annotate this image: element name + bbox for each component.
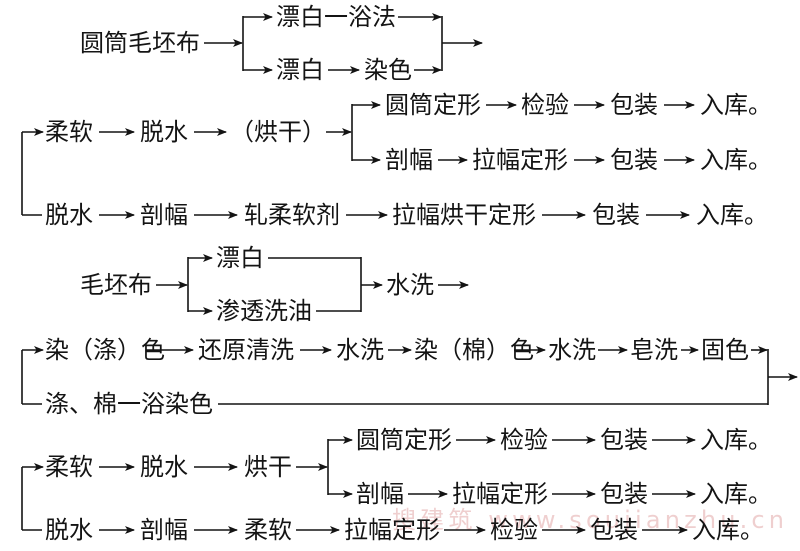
step-reduction-clearing: 还原清洗	[198, 336, 294, 364]
step-packing: 包装	[610, 146, 658, 174]
step-dewatering: 脱水	[45, 201, 93, 229]
step-stenter-setting: 拉幅定形	[344, 516, 440, 544]
step-color-fixing: 固色	[701, 336, 749, 364]
section-tubular-greige-route: 圆筒毛坯布 漂白一浴法 漂白 染色	[80, 3, 483, 84]
step-dewatering: 脱水	[45, 516, 93, 544]
step-softening: 柔软	[45, 118, 93, 146]
step-dewatering: 脱水	[140, 118, 188, 146]
step-packing: 包装	[600, 426, 648, 454]
step-stenter-setting: 拉幅定形	[472, 146, 568, 174]
step-stenter-dry-setting: 拉幅烘干定形	[392, 201, 536, 229]
step-tubular-setting: 圆筒定形	[356, 426, 452, 454]
step-inspection: 检验	[521, 91, 569, 119]
step-warehousing: 入库。	[700, 91, 772, 119]
step-water-rinse: 水洗	[336, 336, 384, 364]
section-greige-pretreatment: 毛坯布 漂白 渗透洗油 水洗	[80, 244, 469, 325]
source-greige-fabric: 毛坯布	[80, 271, 152, 299]
step-soaping: 皂洗	[630, 336, 678, 364]
step-drying-optional: （烘干）	[230, 118, 326, 146]
step-stenter-setting: 拉幅定形	[452, 480, 548, 508]
source-tubular-greige-fabric: 圆筒毛坯布	[80, 29, 200, 57]
step-bleach: 漂白	[216, 244, 264, 272]
step-packing: 包装	[610, 91, 658, 119]
step-bleach-one-bath: 漂白一浴法	[276, 3, 396, 31]
step-warehousing: 入库。	[696, 201, 768, 229]
step-slitting: 剖幅	[356, 480, 404, 508]
section-dyeing-routes: 染（涤）色 还原清洗 水洗 染（棉）色 水洗 皂洗 固色 涤、棉一浴染色	[21, 336, 798, 418]
step-softening: 柔软	[45, 453, 93, 481]
step-dye-polyester: 染（涤）色	[45, 336, 165, 364]
step-slitting: 剖幅	[385, 146, 433, 174]
step-warehousing: 入库。	[700, 480, 772, 508]
step-poly-cotton-one-bath-dye: 涤、棉一浴染色	[45, 390, 213, 418]
step-slitting: 剖幅	[140, 516, 188, 544]
step-inspection: 检验	[490, 516, 538, 544]
step-slitting: 剖幅	[140, 201, 188, 229]
step-penetrant-oil-wash: 渗透洗油	[216, 297, 312, 325]
step-warehousing: 入库。	[692, 516, 764, 544]
step-water-rinse: 水洗	[548, 336, 596, 364]
step-bleach: 漂白	[276, 56, 324, 84]
section-finishing-route-2: 柔软 脱水 烘干 圆筒定形 检验 包装 入库。 剖幅 拉幅定形 包装 入库。 脱…	[21, 426, 772, 544]
step-dewatering: 脱水	[140, 453, 188, 481]
section-finishing-route-1: 柔软 脱水 （烘干） 圆筒定形 检验 包装 入库。 剖幅 拉幅定形 包装 入库。…	[21, 91, 772, 229]
step-packing: 包装	[592, 201, 640, 229]
step-tubular-setting: 圆筒定形	[385, 91, 481, 119]
step-packing: 包装	[590, 516, 638, 544]
step-dyeing: 染色	[364, 56, 412, 84]
step-drying: 烘干	[244, 453, 292, 481]
step-water-rinse: 水洗	[386, 271, 434, 299]
step-packing: 包装	[600, 480, 648, 508]
step-warehousing: 入库。	[700, 426, 772, 454]
step-pad-softener: 轧柔软剂	[244, 201, 340, 229]
step-softening: 柔软	[244, 516, 292, 544]
step-inspection: 检验	[500, 426, 548, 454]
step-warehousing: 入库。	[700, 146, 772, 174]
